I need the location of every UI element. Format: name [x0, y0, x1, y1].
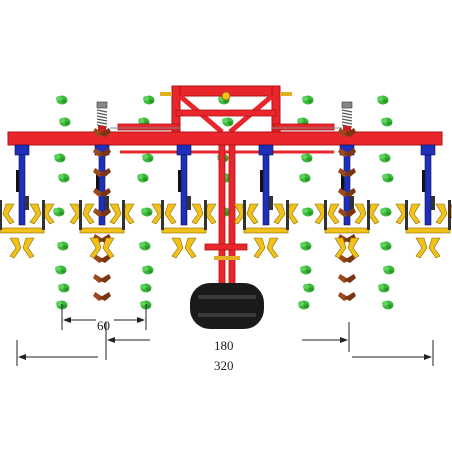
crop-plant-icon: [222, 117, 234, 127]
soil-clods: [338, 128, 356, 301]
spring-icon: [341, 101, 353, 132]
crop-plant-icon: [56, 95, 68, 105]
crop-plant-icon: [139, 241, 151, 251]
tine-icon: [9, 237, 35, 259]
cultivator-unit: [314, 101, 380, 301]
crop-plant-icon: [378, 283, 390, 293]
crop-plant-icon: [58, 173, 70, 183]
outer-span-dimension-label: 320: [214, 358, 234, 373]
crop-plant-icon: [382, 173, 394, 183]
wheel-icon: [190, 283, 264, 329]
cultivator-unit: [69, 101, 135, 301]
crop-plant-icon: [58, 283, 70, 293]
crop-plant-icon: [382, 300, 394, 310]
crop-plant-icon: [141, 207, 153, 217]
crop-plant-icon: [53, 207, 65, 217]
crop-plant-icon: [59, 117, 71, 127]
crop-plant-icon: [302, 207, 314, 217]
crop-plant-icon: [57, 241, 69, 251]
spring-icon: [96, 101, 108, 132]
crop-plant-icon: [302, 95, 314, 105]
crop-plant-icon: [377, 95, 389, 105]
cultivator-unit: [151, 144, 217, 259]
cultivator-unit: [0, 144, 55, 259]
tine-icon: [415, 237, 441, 259]
crop-plant-icon: [300, 265, 312, 275]
crop-plant-icon: [381, 117, 393, 127]
tine-icon: [0, 203, 15, 225]
toolbar-beam: [7, 123, 443, 154]
crop-plant-icon: [55, 265, 67, 275]
crop-plant-icon: [137, 173, 149, 183]
crop-plant-icon: [380, 207, 392, 217]
spacing-dimension-label: 60: [97, 318, 110, 333]
crop-plant-icon: [300, 241, 312, 251]
crop-plant-icon: [143, 95, 155, 105]
soil-clods: [93, 128, 111, 301]
cultivator-unit: [395, 144, 452, 259]
crop-plant-icon: [380, 241, 392, 251]
tine-icon: [171, 237, 197, 259]
crop-plant-icon: [379, 153, 391, 163]
crop-plant-icon: [303, 283, 315, 293]
inner-span-dimension-label: 180: [214, 338, 234, 353]
crop-plant-icon: [140, 283, 152, 293]
crop-plant-icon: [298, 300, 310, 310]
crop-plant-icon: [299, 173, 311, 183]
crop-plant-icon: [54, 153, 66, 163]
cultivator-unit: [233, 144, 299, 259]
crop-plant-icon: [142, 265, 154, 275]
dimension-lines: [16, 304, 434, 366]
crop-plant-icon: [301, 153, 313, 163]
crop-plant-icon: [383, 265, 395, 275]
dimension-arrowheads: [18, 317, 432, 360]
crop-plant-icon: [142, 153, 154, 163]
cultivator-units: [0, 101, 452, 301]
hitch-frame: [160, 85, 292, 137]
tine-icon: [253, 237, 279, 259]
